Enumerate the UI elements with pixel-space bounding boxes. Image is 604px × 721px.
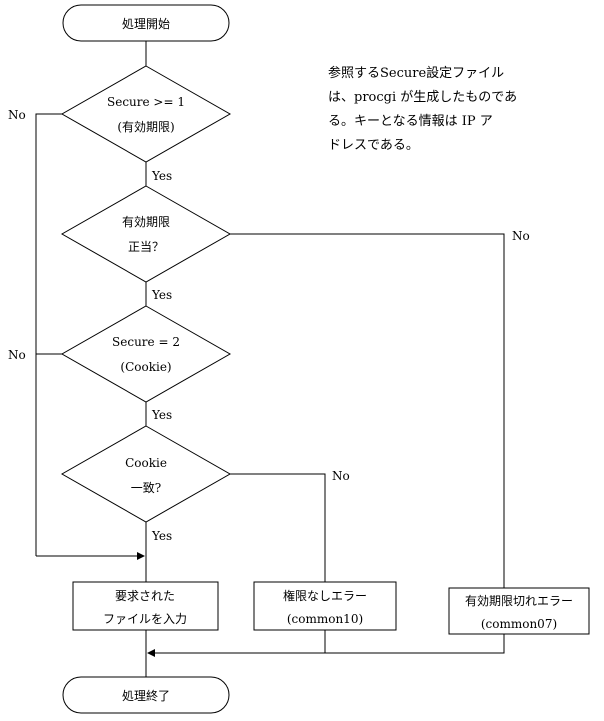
request-box-line1: 要求された — [115, 589, 175, 603]
no-label-4: No — [332, 469, 350, 483]
note-line: は、procgi が生成したものであ — [328, 90, 518, 105]
connector-no-d2 — [230, 233, 505, 588]
no-label-2: No — [8, 348, 26, 362]
decision-3-line1: Secure = 2 — [112, 335, 180, 349]
no-label-1: No — [8, 108, 26, 122]
decision-expiry-valid — [60, 185, 232, 283]
connector-no-d4 — [230, 473, 326, 582]
request-box-line2: ファイルを入力 — [103, 612, 187, 626]
decision-secure-eq-2 — [60, 305, 232, 403]
note-line: ドレスである。 — [328, 138, 419, 153]
yes-label-1: Yes — [151, 169, 172, 183]
connector-no-d1 — [35, 113, 62, 556]
start-label: 処理開始 — [122, 17, 170, 31]
note-line: る。キーとなる情報は IP ア — [328, 114, 493, 129]
decision-2-line1: 有効期限 — [122, 214, 170, 229]
explanatory-note: 参照するSecure設定ファイル は、procgi が生成したものであ る。キー… — [328, 62, 528, 158]
end-label: 処理終了 — [122, 688, 170, 703]
yes-label-3: Yes — [151, 408, 172, 422]
decision-4-line2: 一致? — [131, 481, 161, 495]
decision-cookie-match — [60, 425, 232, 523]
permission-error-line2: (common10) — [287, 612, 363, 626]
permission-error-line1: 権限なしエラー — [283, 588, 367, 603]
no-label-3: No — [512, 229, 530, 243]
decision-4-line1: Cookie — [125, 456, 167, 470]
expiry-error-line2: (common07) — [481, 617, 557, 631]
decision-secure-ge-1 — [60, 65, 232, 163]
yes-label-4: Yes — [151, 529, 172, 543]
connector-error-merge — [147, 634, 505, 657]
note-line: 参照するSecure設定ファイル — [328, 66, 505, 81]
expiry-error-box — [448, 587, 590, 635]
decision-2-line2: 正当？ — [128, 240, 164, 254]
decision-1-line2: (有効期限) — [117, 119, 174, 134]
end-terminal — [62, 676, 230, 714]
decision-1-line1: Secure >= 1 — [107, 95, 185, 109]
permission-error-box — [253, 581, 397, 631]
yes-label-2: Yes — [151, 288, 172, 302]
decision-3-line2: (Cookie) — [120, 360, 171, 374]
expiry-error-line1: 有効期限切れエラー — [465, 593, 573, 608]
